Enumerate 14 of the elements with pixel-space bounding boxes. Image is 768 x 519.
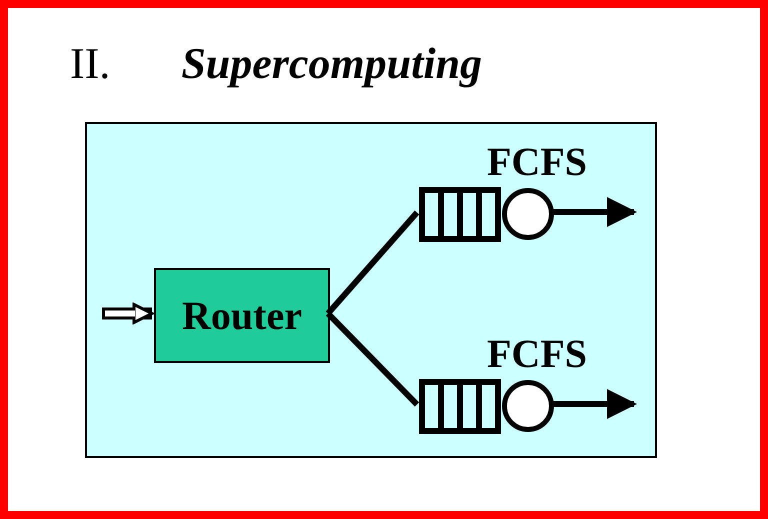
panel-background xyxy=(85,122,657,458)
server-circle xyxy=(502,188,554,240)
connector-line xyxy=(326,311,420,407)
title: II. Supercomputing xyxy=(70,38,482,89)
arrow xyxy=(552,197,637,227)
connector-line xyxy=(326,210,420,316)
queue-drawing xyxy=(419,379,501,434)
arrow xyxy=(102,303,154,324)
queue-discipline-label: FCFS xyxy=(487,138,587,185)
queue-discipline-label: FCFS xyxy=(487,330,587,377)
server-circle xyxy=(502,380,554,432)
queue-drawing xyxy=(419,187,501,242)
arrow xyxy=(552,389,637,419)
process-box: Router xyxy=(154,268,330,363)
